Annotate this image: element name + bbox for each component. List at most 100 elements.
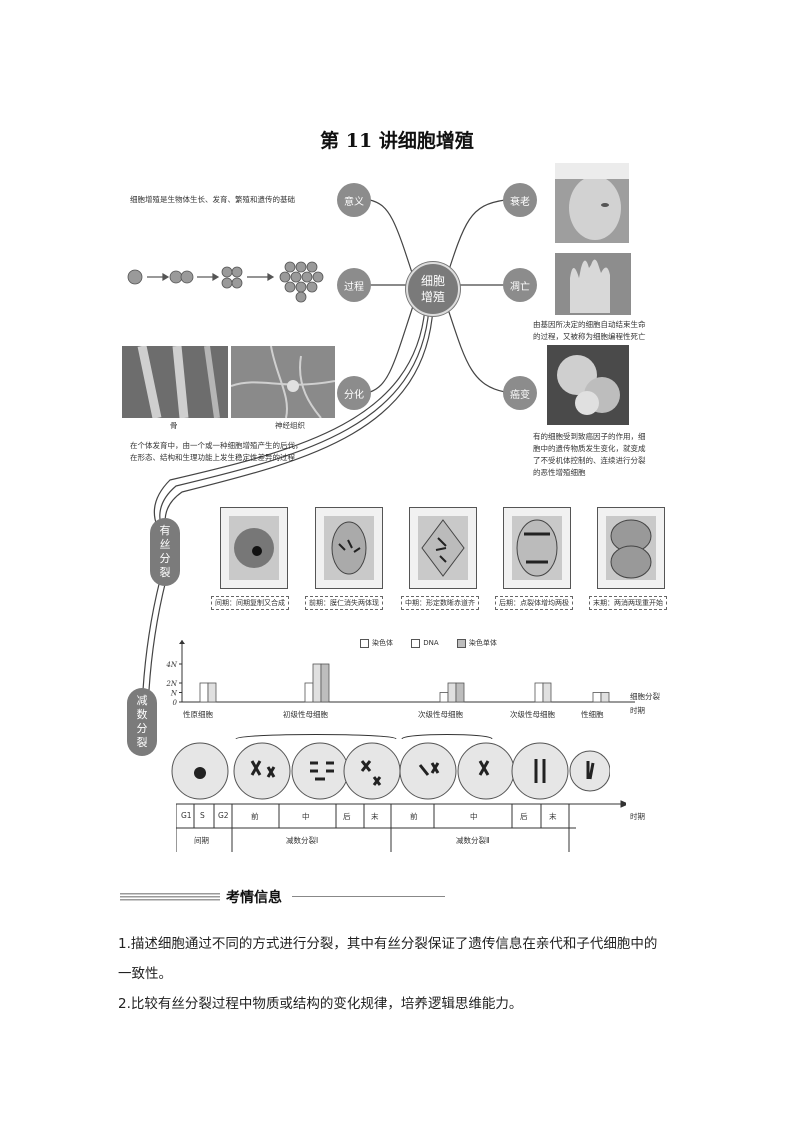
mitosis-node-label: 有丝分裂 [159, 524, 171, 579]
bar-3-1 [542, 682, 552, 703]
timeline-axis-label: 时期 [630, 812, 645, 821]
phase-caption: 前期：膜仁消失两体现 [305, 596, 383, 610]
nerve-tissue-photo [230, 345, 336, 419]
node-differentiation: 分化 [337, 376, 371, 410]
node-cancer-label: 癌变 [510, 389, 530, 401]
concept-map-lines [142, 199, 506, 691]
phase-caption: 间期：间期复制又合成 [211, 596, 289, 610]
section-divider [120, 893, 445, 901]
info-point-2: 2.比较有丝分裂过程中物质或结构的变化规律，培养逻辑思维能力。 [118, 996, 523, 1012]
meiosis-cell-diagrams [171, 734, 610, 800]
legend-label: 染色单体 [468, 639, 497, 647]
node-aging-label: 衰老 [510, 196, 530, 208]
info-point-1: 1.描述细胞通过不同的方式进行分裂，其中有丝分裂保证了遗传信息在亲代和子代细胞中… [118, 936, 658, 952]
node-process: 过程 [337, 268, 371, 302]
y-tick-label: 2N [165, 680, 177, 688]
meiosis-bar-chart: 4N 2N N0 [165, 640, 635, 707]
chart-x-axis-label: 细胞分裂时期 [630, 692, 660, 715]
nerve-label: 神经组织 [275, 421, 305, 430]
single-cell [127, 269, 143, 285]
bar-2-2 [455, 682, 465, 703]
cancer-line: 有的细胞受到致癌因子的作用，细 [533, 432, 646, 441]
timeline-m2-ana: 后 [520, 812, 528, 821]
timeline-m2-pro: 前 [410, 812, 418, 821]
phase-caption: 中期：形定数晰赤道齐 [401, 596, 479, 610]
node-cancer: 癌变 [503, 376, 537, 410]
y-tick-label: 0 [173, 699, 178, 707]
legend-item-chromatid: 染色单体 [456, 638, 497, 648]
y-tick-label: 4N [165, 661, 177, 669]
mitosis-anaphase-image [503, 507, 571, 589]
category-label: 次级性母细胞 [510, 710, 555, 719]
cancer-cell-photo [547, 345, 629, 425]
cancer-line: 胞中的遗传物质发生变化，就变成 [533, 444, 646, 453]
center-node-cell-proliferation: 细胞 增殖 [406, 262, 460, 316]
legend-item-dna: DNA [411, 638, 439, 648]
two-cells [180, 270, 194, 284]
bar-1-0 [304, 682, 314, 703]
section-header-title: 考情信息 [226, 890, 282, 906]
category-label: 次级性母细胞 [418, 710, 463, 719]
legend-label: 染色体 [372, 639, 393, 647]
info-point-1-cont: 一致性。 [118, 966, 172, 982]
timeline-m2-telo: 末 [549, 812, 557, 821]
mitosis-prophase-image [315, 507, 383, 589]
bar-4-1 [600, 692, 610, 703]
timeline-g2: G2 [218, 811, 229, 820]
node-differentiation-label: 分化 [344, 389, 364, 401]
bar-3-0 [534, 682, 544, 703]
info-points: 1.描述细胞通过不同的方式进行分裂，其中有丝分裂保证了遗传信息在亲代和子代细胞中… [118, 929, 688, 1019]
apoptosis-hand-photo [555, 253, 631, 315]
bar-2-0 [439, 692, 449, 703]
bar-0-0 [199, 682, 209, 703]
phase-caption: 末期：两消两现重开始 [589, 596, 667, 610]
mitosis-telophase-image [597, 507, 665, 589]
timeline-m1-ana: 后 [343, 812, 351, 821]
node-meaning: 意义 [337, 183, 371, 217]
aging-face-photo [555, 163, 629, 243]
bar-4-0 [592, 692, 602, 703]
apoptosis-text: 由基因所决定的细胞自动结束生命 的过程，又被称为细胞编程性死亡 [533, 319, 646, 343]
meaning-text: 细胞增殖是生物体生长、发育、繁殖和遗传的基础 [130, 195, 295, 204]
category-label: 性原细胞 [183, 710, 213, 719]
center-node-label: 细胞 增殖 [420, 274, 445, 304]
mitosis-node: 有丝分裂 [150, 518, 180, 586]
meiosis-node: 减数分裂 [127, 688, 157, 756]
legend-label: DNA [423, 639, 439, 647]
bar-1-2 [320, 663, 330, 703]
timeline-m1-meta: 中 [302, 812, 310, 821]
y-tick-label: N [170, 690, 178, 698]
bone-label: 骨 [170, 421, 178, 430]
timeline-m2-meta: 中 [470, 812, 478, 821]
differentiation-line: 在个体发育中，由一个或一种细胞增殖产生的后代， [130, 441, 303, 450]
bar-0-1 [207, 682, 217, 703]
node-aging: 衰老 [503, 183, 537, 217]
meiosis-node-label: 减数分裂 [136, 694, 148, 749]
node-apoptosis-label: 凋亡 [510, 281, 530, 293]
bone-photo [122, 345, 228, 419]
timeline-group-interphase: 间期 [194, 836, 209, 845]
cancer-line: 了不受机体控制的、连续进行分裂 [533, 456, 646, 465]
category-label: 初级性母细胞 [283, 710, 328, 719]
timeline-m1-pro: 前 [251, 812, 259, 821]
timeline-s: S [200, 811, 205, 820]
apoptosis-line: 的过程，又被称为细胞编程性死亡 [533, 332, 646, 341]
cancer-text: 有的细胞受到致癌因子的作用，细 胞中的遗传物质发生变化，就变成 了不受机体控制的… [533, 431, 646, 479]
timeline-group-meiosis1: 减数分裂Ⅰ [286, 836, 319, 845]
bar-2-1 [447, 682, 457, 703]
meiosis-timeline [176, 800, 626, 852]
phase-caption: 后期：点裂体增均两极 [495, 596, 573, 610]
differentiation-line: 在形态、结构和生理功能上发生稳定性差异的过程 [130, 453, 295, 462]
apoptosis-line: 由基因所决定的细胞自动结束生命 [533, 320, 646, 329]
category-label: 性细胞 [581, 710, 604, 719]
cell-division-sequence [127, 261, 324, 303]
timeline-m1-telo: 末 [371, 812, 379, 821]
timeline-group-meiosis2: 减数分裂Ⅱ [456, 836, 490, 845]
node-process-label: 过程 [344, 281, 364, 293]
differentiation-text: 在个体发育中，由一个或一种细胞增殖产生的后代， 在形态、结构和生理功能上发生稳定… [130, 440, 303, 464]
cancer-line: 的恶性增殖细胞 [533, 468, 586, 477]
mitosis-metaphase-image [409, 507, 477, 589]
y-axis-arrow [179, 640, 185, 644]
page-title: 第 11 讲细胞增殖 [320, 130, 474, 152]
node-apoptosis: 凋亡 [503, 268, 537, 302]
